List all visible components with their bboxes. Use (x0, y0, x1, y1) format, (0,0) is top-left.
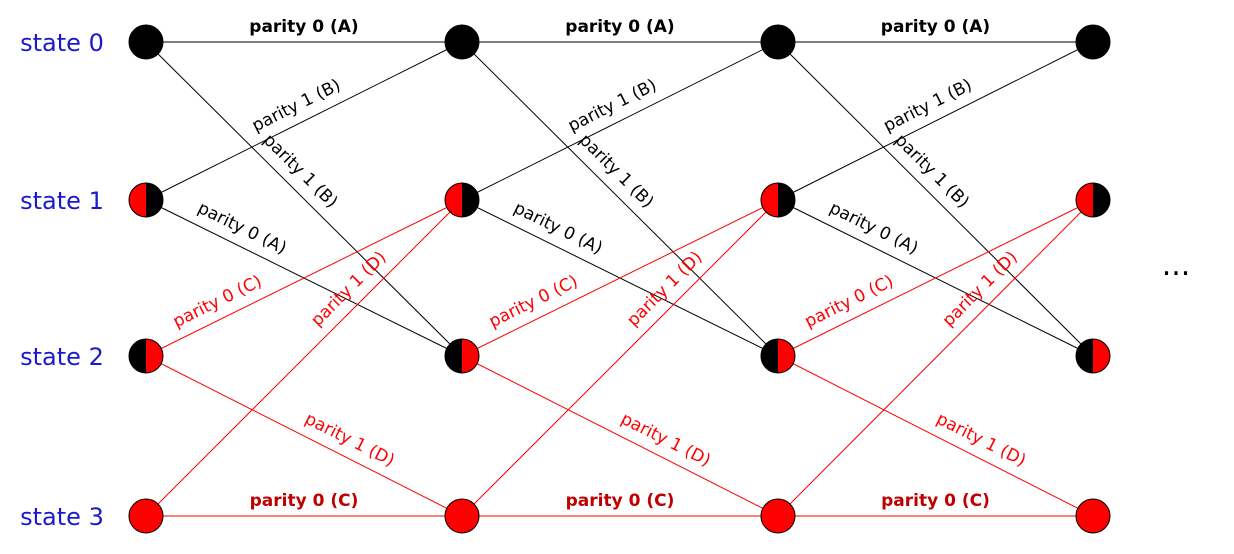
edge-label: parity 1 (D) (939, 247, 1022, 330)
state-node-1 (128, 182, 164, 218)
edge-label: parity 1 (B) (565, 75, 660, 136)
state-node-2 (444, 338, 480, 374)
edge-3-1 (461, 199, 779, 517)
state-node-0 (1075, 24, 1111, 60)
edge-label: parity 1 (D) (302, 409, 398, 471)
edge-label: parity 0 (C) (881, 491, 990, 511)
edge-2-1 (461, 199, 779, 357)
edge-label: parity 1 (D) (307, 248, 390, 331)
edge-2-1 (777, 199, 1094, 357)
state-node-0 (444, 24, 480, 60)
state-node-1 (1075, 182, 1111, 218)
state-node-3 (1075, 498, 1111, 534)
edge-label: parity 0 (A) (565, 17, 674, 37)
transition-labels: parity 0 (A)parity 1 (B)parity 1 (B)pari… (170, 17, 1029, 511)
state-node-0 (128, 24, 164, 60)
state-nodes (128, 24, 1111, 534)
edge-label: parity 0 (A) (826, 198, 921, 259)
edge-label: parity 0 (C) (170, 271, 265, 332)
state-node-3 (760, 498, 796, 534)
edge-label: parity 1 (B) (249, 75, 344, 136)
state-label-0: state 0 (20, 29, 104, 57)
edge-0-2 (777, 41, 1094, 357)
edge-2-3 (461, 355, 779, 517)
state-label-2: state 2 (20, 343, 104, 371)
transition-edges (145, 41, 1094, 517)
state-label-3: state 3 (20, 503, 104, 531)
state-node-2 (760, 338, 796, 374)
edge-1-0 (777, 41, 1094, 201)
edge-3-1 (777, 199, 1094, 517)
edge-label: parity 0 (A) (249, 17, 358, 37)
edge-label: parity 1 (B) (880, 75, 975, 136)
edge-label: parity 1 (B) (575, 130, 657, 212)
continuation-ellipsis: ... (1162, 248, 1191, 283)
edge-label: parity 1 (D) (623, 248, 706, 331)
edge-label: parity 0 (A) (510, 198, 605, 259)
state-node-3 (128, 498, 164, 534)
state-label-1: state 1 (20, 187, 104, 215)
state-node-3 (444, 498, 480, 534)
edge-2-3 (777, 355, 1094, 517)
state-node-1 (760, 182, 796, 218)
edge-1-0 (145, 41, 463, 201)
state-node-2 (1075, 338, 1111, 374)
edge-0-2 (461, 41, 779, 357)
edge-label: parity 1 (D) (618, 409, 714, 471)
edge-label: parity 0 (C) (486, 271, 581, 332)
edge-3-1 (145, 199, 463, 517)
edge-label: parity 0 (C) (802, 271, 897, 332)
state-labels: state 0 state 1 state 2 state 3 (20, 29, 104, 531)
state-node-1 (444, 182, 480, 218)
edge-label: parity 1 (B) (891, 130, 973, 212)
edge-2-1 (145, 199, 463, 357)
edge-1-0 (461, 41, 779, 201)
edge-label: parity 1 (D) (933, 409, 1029, 471)
edge-0-2 (145, 41, 463, 357)
edge-label: parity 0 (C) (566, 491, 675, 511)
state-node-2 (128, 338, 164, 374)
edge-label: parity 1 (B) (259, 130, 341, 212)
state-node-0 (760, 24, 796, 60)
edge-label: parity 0 (C) (250, 491, 359, 511)
edge-label: parity 0 (A) (194, 198, 289, 259)
edge-2-3 (145, 355, 463, 517)
edge-label: parity 0 (A) (881, 17, 990, 37)
